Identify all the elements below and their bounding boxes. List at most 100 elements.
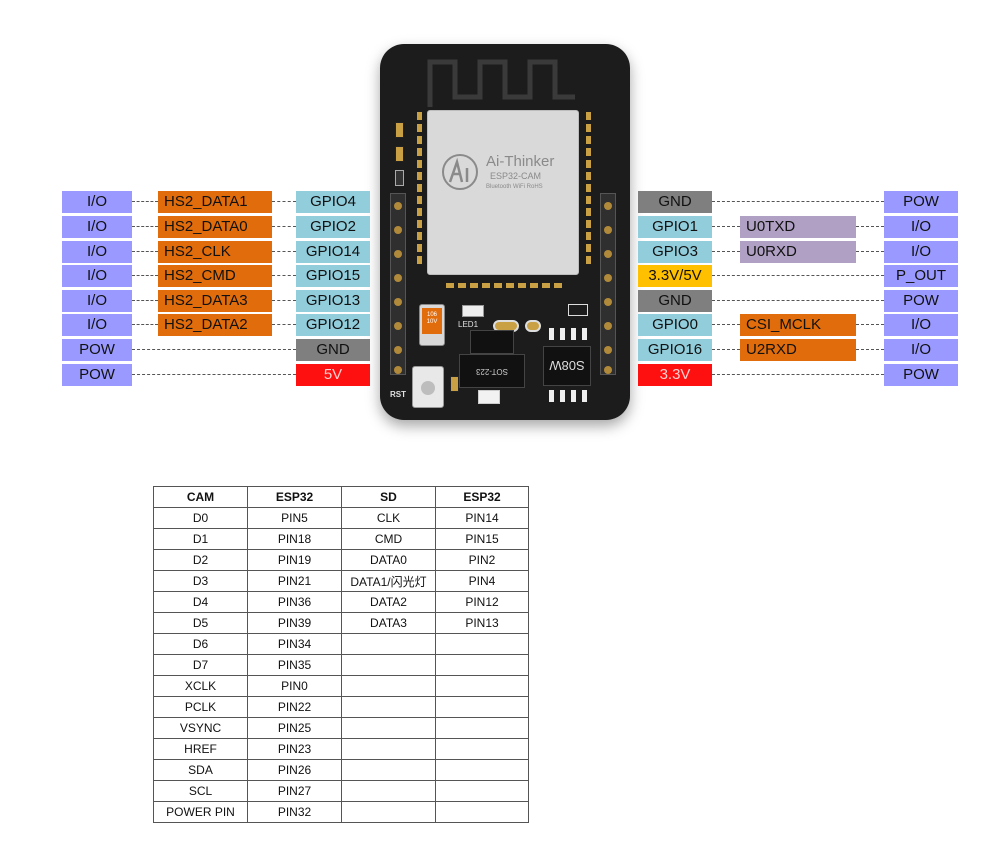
left-pin-row: POW 5V bbox=[0, 364, 1007, 386]
connector-line bbox=[856, 251, 884, 252]
connector-line bbox=[856, 226, 884, 227]
connector-line bbox=[712, 275, 884, 276]
pin-type-label: I/O bbox=[62, 290, 132, 312]
table-cell: PIN0 bbox=[247, 675, 342, 697]
table-cell: CLK bbox=[341, 507, 436, 529]
table-header-row: CAM ESP32 SD ESP32 bbox=[153, 486, 529, 508]
table-cell bbox=[341, 801, 436, 823]
pin-function-label: HS2_CMD bbox=[158, 265, 272, 287]
table-header: CAM bbox=[153, 486, 248, 508]
table-cell: PIN25 bbox=[247, 717, 342, 739]
connector-line bbox=[712, 201, 884, 202]
table-cell bbox=[435, 738, 529, 760]
table-cell: D7 bbox=[153, 654, 248, 676]
pinout-diagram: Ai-Thinker ESP32-CAM Bluetooth WiFi RoHS bbox=[0, 0, 1007, 420]
connector-line bbox=[272, 300, 296, 301]
table-cell: PCLK bbox=[153, 696, 248, 718]
table-header: SD bbox=[341, 486, 436, 508]
gpio-label: GPIO0 bbox=[638, 314, 712, 336]
pin-type-label: POW bbox=[884, 364, 958, 386]
smd-capacitor bbox=[525, 320, 541, 332]
table-cell bbox=[341, 654, 436, 676]
gnd-label: GND bbox=[638, 290, 712, 312]
table-cell: PIN12 bbox=[435, 591, 529, 613]
gpio-label: GPIO16 bbox=[638, 339, 712, 361]
reset-button[interactable] bbox=[412, 366, 444, 408]
table-cell bbox=[435, 780, 529, 802]
right-pin-header bbox=[600, 193, 616, 375]
esp32-module-shield bbox=[427, 110, 579, 275]
table-header: ESP32 bbox=[247, 486, 342, 508]
table-cell: PIN5 bbox=[247, 507, 342, 529]
table-cell bbox=[341, 696, 436, 718]
connector-line bbox=[856, 324, 884, 325]
table-cell: VSYNC bbox=[153, 717, 248, 739]
connector-line bbox=[712, 324, 740, 325]
table-cell: PIN26 bbox=[247, 759, 342, 781]
pin-function-label: U0RXD bbox=[740, 241, 856, 263]
table-cell: SCL bbox=[153, 780, 248, 802]
gpio-label: GPIO14 bbox=[296, 241, 370, 263]
pin-type-label: I/O bbox=[884, 314, 958, 336]
right-pin-row: GPIO0 CSI_MCLK I/O bbox=[0, 314, 1007, 336]
power-label: 3.3V/5V bbox=[638, 265, 712, 287]
table-cell: D6 bbox=[153, 633, 248, 655]
gpio-label: GPIO2 bbox=[296, 216, 370, 238]
table-cell: PIN22 bbox=[247, 696, 342, 718]
pin-type-label: I/O bbox=[62, 314, 132, 336]
pin-type-label: I/O bbox=[62, 216, 132, 238]
led1 bbox=[462, 305, 484, 317]
table-cell bbox=[435, 654, 529, 676]
pin-function-label: U0TXD bbox=[740, 216, 856, 238]
table-cell: DATA2 bbox=[341, 591, 436, 613]
left-pin-header bbox=[390, 193, 406, 375]
gpio-label: GPIO15 bbox=[296, 265, 370, 287]
led-label: LED1 bbox=[458, 320, 479, 329]
connector-line bbox=[132, 251, 158, 252]
table-cell: DATA0 bbox=[341, 549, 436, 571]
table-cell: POWER PIN bbox=[153, 801, 248, 823]
table-cell bbox=[435, 696, 529, 718]
smd-resistor bbox=[450, 376, 459, 392]
pin-function-label: HS2_DATA3 bbox=[158, 290, 272, 312]
table-cell: D2 bbox=[153, 549, 248, 571]
left-pin-row: I/O HS2_DATA1 GPIO4 bbox=[0, 191, 1007, 213]
table-cell bbox=[435, 801, 529, 823]
connector-line bbox=[132, 300, 158, 301]
table-cell: PIN4 bbox=[435, 570, 529, 592]
connector-line bbox=[712, 226, 740, 227]
module-model: ESP32-CAM bbox=[490, 171, 542, 181]
pin-type-label: POW bbox=[884, 191, 958, 213]
pin-function-label: HS2_DATA1 bbox=[158, 191, 272, 213]
table-cell: PIN21 bbox=[247, 570, 342, 592]
left-pin-row: I/O HS2_CMD GPIO15 bbox=[0, 265, 1007, 287]
gpio-label: GPIO1 bbox=[638, 216, 712, 238]
connector-line bbox=[712, 349, 740, 350]
table-cell: SDA bbox=[153, 759, 248, 781]
table-cell: D0 bbox=[153, 507, 248, 529]
pin-type-label: I/O bbox=[62, 241, 132, 263]
connector-line bbox=[272, 275, 296, 276]
capacitor-label: 106 10V bbox=[426, 312, 438, 325]
right-pin-row: GND POW bbox=[0, 290, 1007, 312]
pin-type-label: I/O bbox=[884, 339, 958, 361]
ai-thinker-logo-icon bbox=[442, 154, 478, 190]
pin-type-label: I/O bbox=[884, 216, 958, 238]
smd-resistor bbox=[395, 122, 404, 138]
table-cell: D3 bbox=[153, 570, 248, 592]
right-pin-row: 3.3V POW bbox=[0, 364, 1007, 386]
table-cell: CMD bbox=[341, 528, 436, 550]
connector-line bbox=[272, 226, 296, 227]
connector-line bbox=[272, 251, 296, 252]
gnd-label: GND bbox=[638, 191, 712, 213]
gpio-label: GPIO13 bbox=[296, 290, 370, 312]
flash-chip: S08W bbox=[543, 346, 591, 386]
